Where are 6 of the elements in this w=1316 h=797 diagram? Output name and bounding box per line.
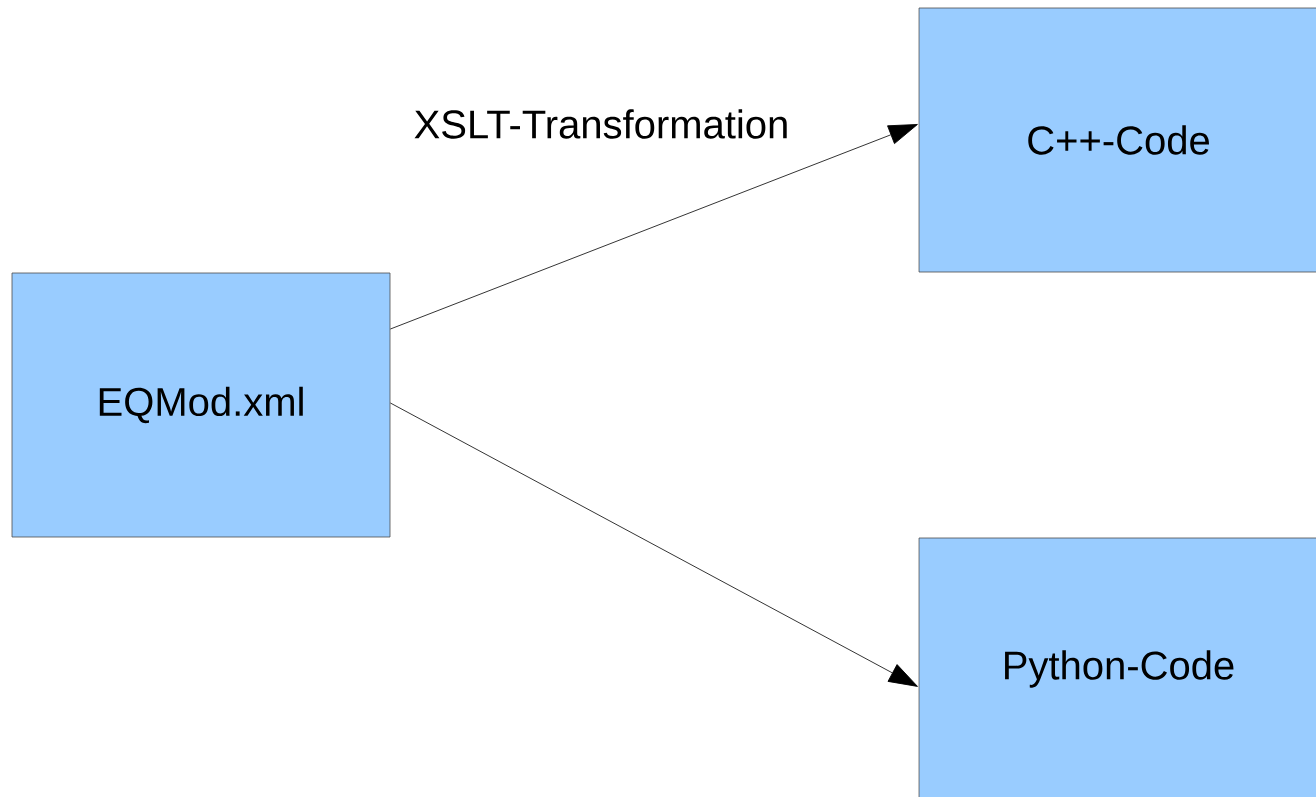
arrow [390, 124, 918, 330]
process-box: C++-Code [918, 7, 1316, 273]
process-box: EQMod.xml [11, 272, 391, 538]
edge-label: XSLT-Transformation [412, 108, 791, 141]
process-box: Python-Code [918, 537, 1316, 797]
arrow [390, 402, 918, 687]
